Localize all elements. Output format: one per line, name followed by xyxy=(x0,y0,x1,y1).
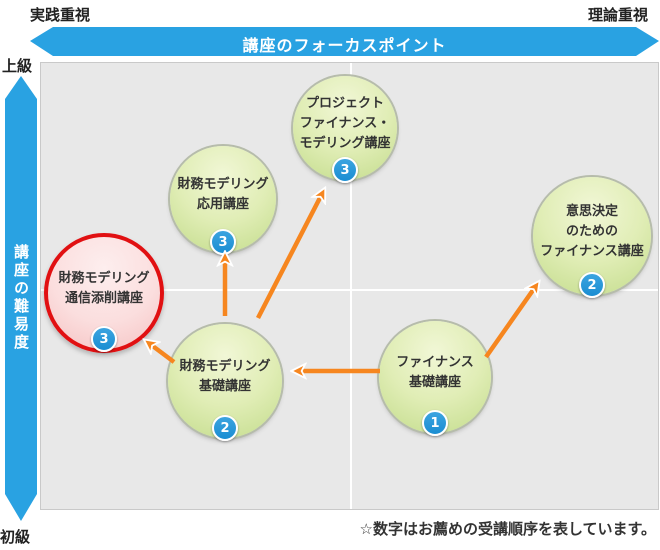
order-badge: 2 xyxy=(579,272,605,298)
course-circle-project-finance-modeling: プロジェクト ファイナンス・ モデリング講座 3 xyxy=(293,76,397,183)
horizontal-gridline xyxy=(41,289,658,291)
order-badge: 1 xyxy=(422,410,448,436)
axis-label-theory: 理論重視 xyxy=(587,6,648,24)
course-name-line: プロジェクト xyxy=(305,95,384,111)
course-name-line: ファイナンス講座 xyxy=(540,244,644,260)
course-name-line: ファイナンス・ xyxy=(299,115,391,131)
course-name-line: 基礎講座 xyxy=(198,379,251,394)
order-badge: 3 xyxy=(91,326,117,352)
course-name-line: 意思決定 xyxy=(565,203,618,219)
course-name-line: ファイナンス xyxy=(396,354,474,370)
course-circle-ishikettei-finance: 意思決定 のための ファイナンス講座 2 xyxy=(533,177,651,298)
course-name-line: 応用講座 xyxy=(196,197,249,212)
course-name-line: 財務モデリング xyxy=(179,358,271,374)
focus-axis-title: 講座のフォーカスポイント xyxy=(242,36,447,55)
axis-label-advanced: 上級 xyxy=(2,57,33,75)
footnote: ☆数字はお薦めの受講順序を表しています。 xyxy=(359,520,657,538)
course-circle-finance-kiso: ファイナンス 基礎講座 1 xyxy=(379,321,491,436)
course-name-line: 財務モデリング xyxy=(58,270,150,286)
difficulty-axis-title: 講座の難易度 xyxy=(12,243,30,352)
course-name-line: のための xyxy=(565,223,618,239)
vertical-gridline xyxy=(350,63,352,509)
course-circle-zaimu-modeling-ouyou: 財務モデリング 応用講座 3 xyxy=(170,146,276,255)
course-name-line: 財務モデリング xyxy=(177,176,269,192)
course-circle-zaimu-modeling-tsushin: 財務モデリング 通信添削講座 3 xyxy=(44,233,164,353)
order-badge: 3 xyxy=(332,157,358,183)
order-badge: 3 xyxy=(210,229,236,255)
axis-label-practice: 実践重視 xyxy=(30,6,91,24)
course-name-line: 基礎講座 xyxy=(408,375,461,390)
course-name-line: 通信添削講座 xyxy=(64,291,143,306)
order-badge: 2 xyxy=(212,415,238,441)
course-name-line: モデリング講座 xyxy=(299,136,391,152)
course-circle-zaimu-modeling-kiso: 財務モデリング 基礎講座 2 xyxy=(168,324,282,441)
axis-label-beginner: 初級 xyxy=(0,528,31,546)
